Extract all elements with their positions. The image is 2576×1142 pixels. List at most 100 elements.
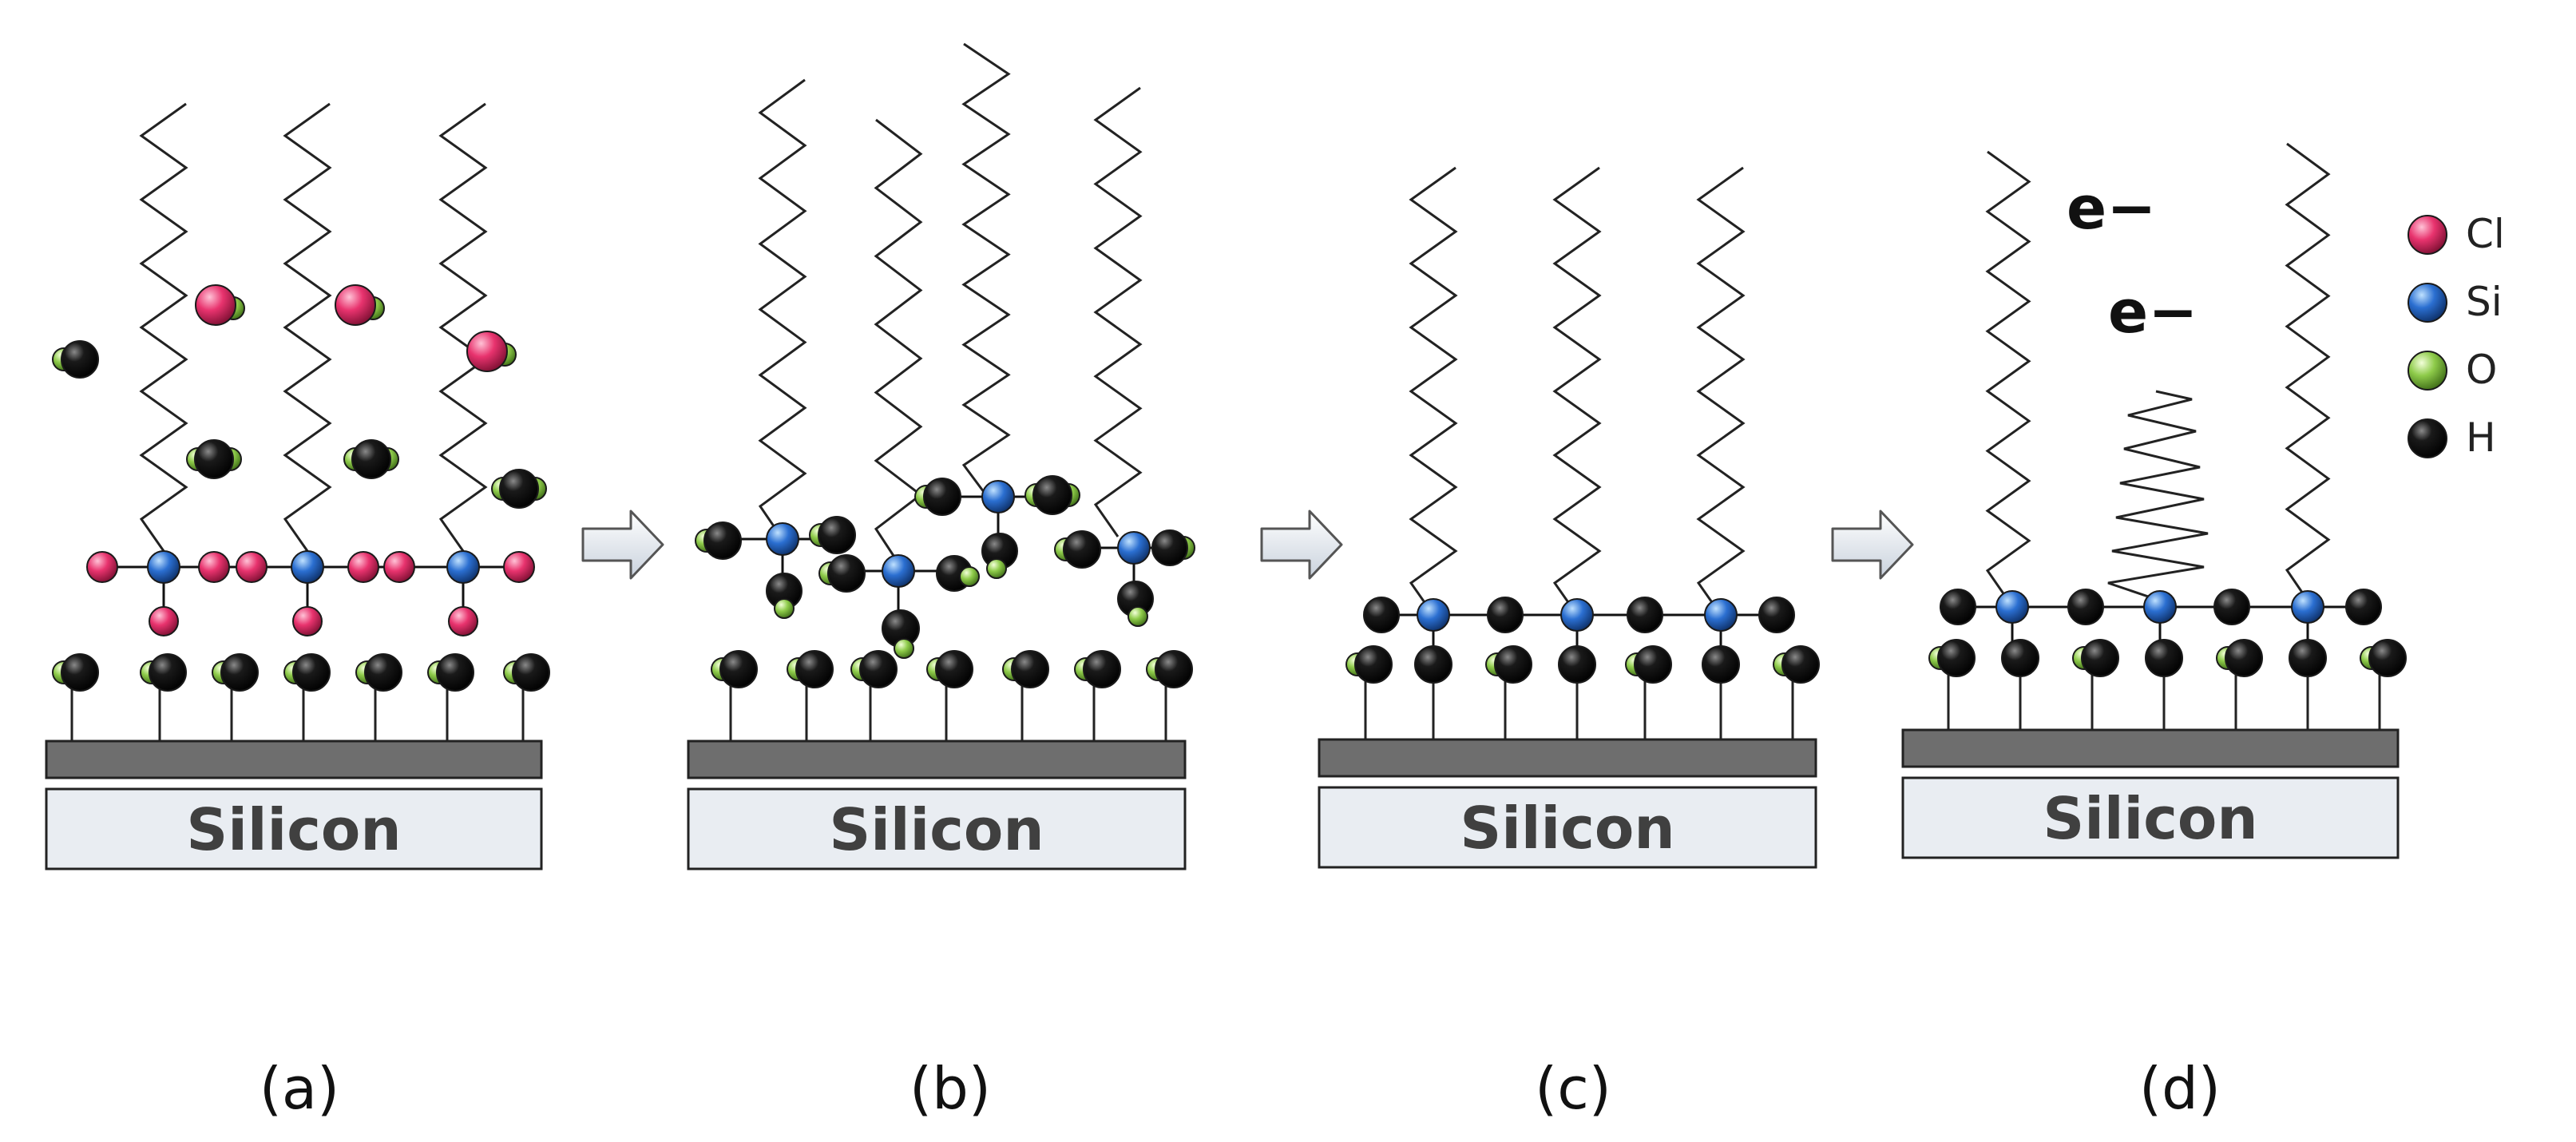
hydrogen-atom bbox=[220, 653, 259, 692]
hydrogen-atom bbox=[1937, 639, 1976, 677]
hydrogen-atom bbox=[2001, 639, 2039, 677]
legend-swatch-cl bbox=[2408, 215, 2447, 255]
silicon-atom bbox=[1117, 531, 1151, 565]
hydrogen-atom bbox=[2289, 639, 2327, 677]
bonds bbox=[70, 495, 2381, 741]
hydrogen-atom bbox=[2213, 589, 2250, 625]
silicon-atom bbox=[2291, 590, 2324, 624]
legend-label-cl: Cl bbox=[2466, 211, 2505, 257]
panel-label-c: (c) bbox=[1535, 1055, 1611, 1122]
alkyl-chain bbox=[283, 102, 332, 552]
hydrogen-atom bbox=[1011, 650, 1049, 688]
hydrogen-atom bbox=[512, 653, 550, 692]
substrate-silicon-block bbox=[687, 787, 1187, 870]
process-arrow bbox=[581, 510, 664, 580]
oxygen-atom bbox=[894, 638, 914, 659]
hydrogen-atom bbox=[923, 478, 961, 516]
silicon-atom bbox=[1995, 590, 2029, 624]
panel-label-a: (a) bbox=[260, 1055, 339, 1122]
electron-label-1: e− bbox=[2067, 174, 2156, 243]
hydrogen-atom bbox=[2345, 589, 2382, 625]
silicon-atom bbox=[1704, 598, 1738, 632]
hydrogen-atom bbox=[1781, 645, 1820, 684]
hydrogen-atom bbox=[1363, 597, 1400, 633]
silicon-atom bbox=[1560, 598, 1594, 632]
substrates: Silicon Silicon Silicon Silicon bbox=[45, 728, 2400, 870]
hydrogen-atom bbox=[827, 554, 866, 593]
hydrogen-atom bbox=[1487, 597, 1524, 633]
silicon-atom bbox=[766, 522, 799, 556]
substrate-silicon-block bbox=[1901, 776, 2400, 859]
chlorine-atom bbox=[383, 551, 415, 583]
chlorine-atom bbox=[195, 284, 236, 326]
panel-label-d: (d) bbox=[2139, 1055, 2221, 1122]
hydrogen-atom bbox=[1494, 645, 1532, 684]
silicon-atom bbox=[1417, 598, 1450, 632]
alkyl-chain bbox=[2285, 142, 2331, 601]
alkyl-chain bbox=[1093, 86, 1143, 537]
legend-label-si: Si bbox=[2466, 279, 2503, 325]
chlorine-atom bbox=[448, 606, 478, 636]
substrate-oxide-layer bbox=[45, 740, 543, 779]
legend-swatch-si bbox=[2408, 283, 2447, 323]
hydrogen-atom bbox=[1155, 650, 1193, 688]
oxygen-atom bbox=[1127, 606, 1148, 627]
legend-label-h: H bbox=[2466, 414, 2496, 461]
hydrogen-atom bbox=[703, 521, 742, 560]
alkyl-chain bbox=[1985, 150, 2031, 601]
chlorine-atom bbox=[347, 551, 379, 583]
hydrogen-atom bbox=[1940, 589, 1976, 625]
substrate-oxide-layer bbox=[1901, 728, 2400, 768]
process-arrows bbox=[581, 510, 1914, 580]
substrate-label: Silicon bbox=[829, 796, 1044, 863]
hydrogen-atom bbox=[1558, 645, 1596, 684]
hydrogen-atom bbox=[1627, 597, 1663, 633]
legend-swatch-h bbox=[2408, 418, 2447, 458]
chlorine-atom bbox=[86, 551, 118, 583]
hydrogen-atom bbox=[1414, 645, 1452, 684]
hydrogen-atom bbox=[1032, 475, 1072, 515]
hydrogen-atom bbox=[149, 653, 187, 692]
silicon-atom bbox=[981, 480, 1015, 514]
hydrogen-atom bbox=[2067, 589, 2104, 625]
hydrogen-atom bbox=[2081, 639, 2119, 677]
legend-label-o: O bbox=[2466, 347, 2497, 393]
substrate-label: Silicon bbox=[186, 796, 401, 863]
legend-swatch-o bbox=[2408, 351, 2447, 391]
alkyl-chain bbox=[438, 102, 488, 552]
hydrogen-atom bbox=[499, 469, 539, 509]
hydrogen-atom bbox=[61, 653, 99, 692]
process-arrow bbox=[1260, 510, 1343, 580]
substrate-label: Silicon bbox=[2043, 785, 2257, 852]
hydrogen-atom bbox=[364, 653, 402, 692]
hydrogen-atom bbox=[1063, 530, 1101, 569]
silicon-atom bbox=[882, 554, 915, 588]
hydrogen-atom bbox=[818, 516, 856, 554]
substrate-label: Silicon bbox=[1460, 795, 1674, 862]
alkyl-chain bbox=[139, 102, 188, 552]
hydrogen-atom bbox=[1634, 645, 1672, 684]
legend: Cl Si O H bbox=[2408, 211, 2505, 461]
chlorine-atom bbox=[466, 331, 508, 372]
hydrogen-atom bbox=[719, 650, 758, 688]
process-arrow bbox=[1831, 510, 1914, 580]
alkyl-chain bbox=[1696, 166, 1746, 616]
hydrogen-atom bbox=[292, 653, 331, 692]
hydrogen-atom bbox=[859, 650, 898, 688]
chlorine-atom bbox=[236, 551, 268, 583]
hydrogen-atom bbox=[1758, 597, 1795, 633]
alkyl-chain bbox=[961, 42, 1011, 496]
collapsed-alkyl-chain bbox=[2107, 390, 2209, 602]
hydrogen-atom bbox=[1702, 645, 1740, 684]
substrate-silicon-block bbox=[1318, 786, 1817, 869]
oxygen-atom bbox=[986, 558, 1007, 579]
substrate-silicon-block bbox=[45, 787, 543, 870]
hydrogen-atom bbox=[2225, 639, 2263, 677]
atoms bbox=[52, 284, 2407, 692]
alkyl-chain bbox=[758, 78, 807, 540]
hydrogen-atom bbox=[351, 439, 391, 479]
hydrogen-atom bbox=[2368, 639, 2407, 677]
hydrogen-atom bbox=[2145, 639, 2183, 677]
substrate-oxide-layer bbox=[1318, 738, 1817, 778]
